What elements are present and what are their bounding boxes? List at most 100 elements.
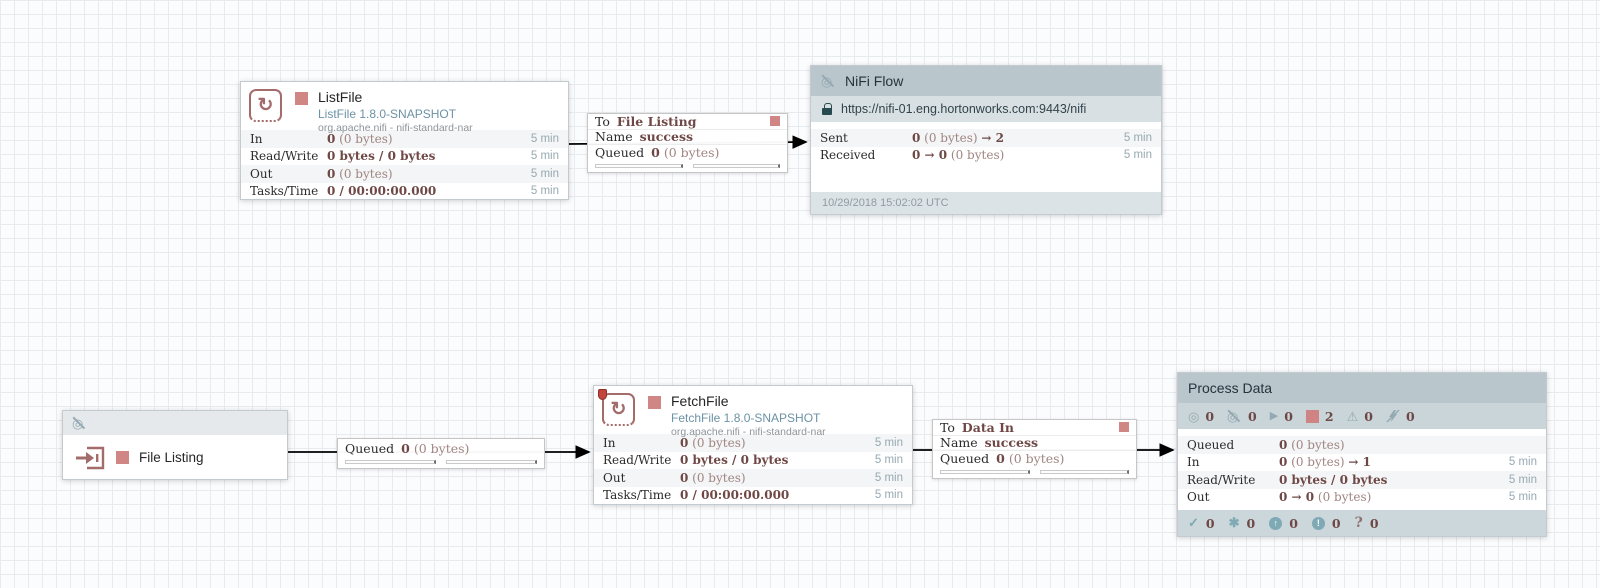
up-to-date-icon: ✓ [1188, 515, 1199, 530]
queued-value: 0 (0 bytes) [996, 451, 1065, 467]
stat-value: 0 bytes / 0 bytes [327, 149, 436, 164]
stat-label: Read/Write [1187, 472, 1256, 487]
stat-window: 5 min [874, 471, 903, 484]
queue-size-indicator [446, 460, 537, 464]
queue-indicators [338, 457, 544, 468]
stat-row-out: Out 0 (0 bytes) 5 min [594, 469, 912, 487]
stat-row-tasks: Tasks/Time 0 / 00:00:00.000 5 min [241, 183, 568, 201]
rpg-title: NiFi Flow [845, 73, 904, 89]
connection-to-row: To File Listing [588, 114, 787, 130]
stale-count: 0 [1289, 515, 1298, 531]
stat-label: In [603, 435, 616, 450]
running-icon: ▶ [1269, 409, 1279, 422]
input-port-file-listing[interactable]: ◎ File Listing [62, 410, 288, 480]
stat-window: 5 min [1508, 491, 1537, 504]
stat-value: 0 (0 bytes) [1279, 437, 1345, 452]
stat-value: 0 (0 bytes) [327, 166, 393, 181]
stat-row-out: Out 0 (0 bytes) 5 min [241, 165, 568, 183]
stopped-state-icon [295, 92, 308, 105]
transmitting-icon: ◎ [1188, 408, 1200, 424]
stat-value: 0 (0 bytes) → 1 [1279, 455, 1371, 470]
stat-label: In [1187, 455, 1200, 470]
stat-value: 0 bytes / 0 bytes [680, 453, 789, 468]
stat-label: Read/Write [603, 453, 672, 468]
stat-row-received: Received 0 → 0 (0 bytes) 5 min [811, 147, 1161, 165]
stat-label: Out [250, 166, 273, 181]
to-name: Data In [961, 419, 1015, 435]
stat-row-in: In 0 (0 bytes) 5 min [594, 434, 912, 452]
disabled-icon [1386, 409, 1400, 423]
processor-bundle: org.apache.nifi - nifi-standard-nar [671, 425, 826, 438]
running-count: 0 [1284, 408, 1293, 424]
pg-status-bar: ◎ 0 ◎ 0 ▶ 0 2 ⚠ 0 0 [1178, 403, 1546, 429]
processor-fetchfile[interactable]: ↻ FetchFile FetchFile 1.8.0-SNAPSHOT org… [593, 385, 913, 505]
not-transmitting-icon: ◎ [1227, 409, 1242, 424]
rpg-last-refreshed: 10/29/2018 15:02:02 UTC [811, 192, 1161, 214]
queued-label: Queued [345, 440, 395, 456]
queue-indicators [933, 467, 1136, 478]
stat-window: 5 min [530, 167, 559, 180]
locally-modified-count: 0 [1246, 515, 1256, 531]
stat-label: Sent [820, 130, 848, 145]
restricted-shield-icon [598, 389, 607, 400]
queued-value: 0 (0 bytes) [651, 145, 720, 161]
stat-row-readwrite: Read/Write 0 bytes / 0 bytes 5 min [1178, 471, 1546, 489]
stat-row-readwrite: Read/Write 0 bytes / 0 bytes 5 min [241, 148, 568, 166]
processor-type-version: ListFile 1.8.0-SNAPSHOT [318, 106, 457, 121]
stopped-state-icon [648, 396, 661, 409]
stopped-count: 2 [1324, 408, 1334, 424]
processor-listfile[interactable]: ↻ ListFile ListFile 1.8.0-SNAPSHOT org.a… [240, 81, 569, 200]
queue-indicators [588, 161, 787, 172]
stat-label: Tasks/Time [250, 184, 319, 199]
name-value: success [984, 435, 1039, 451]
connection-label-data-in[interactable]: To Data In Name success Queued 0 (0 byte… [932, 419, 1137, 479]
invalid-icon: ⚠ [1346, 408, 1359, 424]
connection-label-queued[interactable]: Queued 0 (0 bytes) [337, 438, 545, 469]
stat-label: Queued [1187, 437, 1235, 452]
connection-label-file-listing[interactable]: To File Listing Name success Queued 0 (0… [587, 113, 788, 173]
stale-icon: ↑ [1269, 516, 1283, 530]
stat-row-queued: Queued 0 (0 bytes) [1178, 436, 1546, 454]
stat-label: Tasks/Time [603, 488, 672, 503]
stat-value: 0 → 0 (0 bytes) [912, 148, 1005, 163]
processor-icon: ↻ [598, 389, 635, 426]
pg-version-bar: ✓ 0 ✱ 0 ↑ 0 ! 0 ? 0 [1178, 510, 1546, 536]
processor-title: ListFile [318, 89, 363, 105]
process-group-process-data[interactable]: Process Data ◎ 0 ◎ 0 ▶ 0 2 ⚠ 0 0 Queued … [1177, 372, 1547, 537]
processor-title: FetchFile [671, 393, 729, 409]
stat-window: 5 min [874, 454, 903, 467]
stat-value: 0 (0 bytes) [680, 435, 746, 450]
stat-label: Out [603, 470, 626, 485]
connection-name-row: Name success [588, 129, 787, 145]
unversioned-icon: ? [1354, 515, 1363, 531]
pg-header: Process Data [1178, 373, 1546, 403]
stat-window: 5 min [1508, 473, 1537, 486]
stat-value: 0 (0 bytes) [680, 470, 746, 485]
processor-glyph: ↻ [610, 399, 627, 420]
rpg-header: ◎ NiFi Flow [811, 66, 1161, 96]
processor-header: ↻ ListFile ListFile 1.8.0-SNAPSHOT org.a… [241, 82, 568, 134]
pg-title: Process Data [1188, 380, 1273, 396]
processor-header: ↻ FetchFile FetchFile 1.8.0-SNAPSHOT org… [594, 386, 912, 438]
processor-type-version: FetchFile 1.8.0-SNAPSHOT [671, 410, 821, 425]
stat-row-tasks: Tasks/Time 0 / 00:00:00.000 5 min [594, 487, 912, 505]
stat-label: Read/Write [250, 149, 319, 164]
lock-icon [822, 103, 832, 115]
stat-row-out: Out 0 → 0 (0 bytes) 5 min [1178, 489, 1546, 507]
stat-window: 5 min [1123, 149, 1152, 162]
processor-bundle: org.apache.nifi - nifi-standard-nar [318, 121, 473, 134]
unversioned-count: 0 [1369, 515, 1379, 531]
locally-modified-icon: ✱ [1228, 515, 1240, 530]
queued-label: Queued [595, 145, 645, 161]
queue-count-indicator [345, 460, 436, 464]
port-label: File Listing [139, 450, 204, 465]
remote-process-group-nifi-flow[interactable]: ◎ NiFi Flow https://nifi-01.eng.hortonwo… [810, 65, 1162, 215]
stat-value: 0 → 0 (0 bytes) [1279, 490, 1372, 505]
sync-failure-count: 0 [1331, 515, 1341, 531]
connection-queued-row: Queued 0 (0 bytes) [588, 145, 787, 161]
connection-queued-row: Queued 0 (0 bytes) [933, 451, 1136, 467]
input-port-icon [76, 446, 105, 469]
stat-label: Out [1187, 490, 1210, 505]
processor-glyph: ↻ [257, 95, 274, 116]
